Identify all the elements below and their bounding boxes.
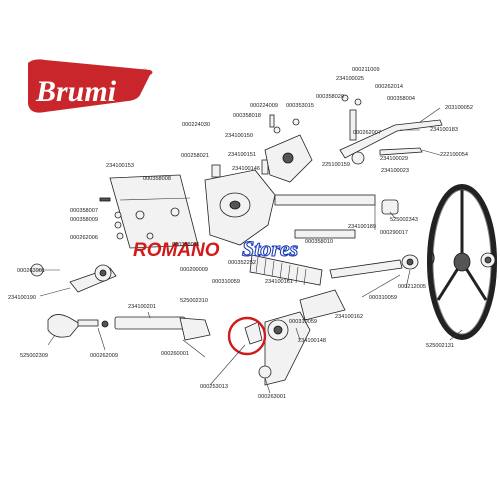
part-number-label: 234100183 <box>430 127 458 133</box>
part-number-label: 203100052 <box>445 105 473 111</box>
small-hardware-left <box>99 197 124 240</box>
part-number-label: 222100054 <box>440 152 468 158</box>
part-number-label: 234100161 <box>265 279 293 285</box>
part-number-label: 000262007 <box>353 130 381 136</box>
part-number-label: 234100189 <box>348 224 376 230</box>
part-number-label: 234100150 <box>225 133 253 139</box>
part-number-label: 000262014 <box>375 84 403 90</box>
part-number-label: 000310059 <box>212 279 240 285</box>
part-number-label: 234100029 <box>380 156 408 162</box>
part-number-labels: 000211009 234100025 000262014 000358004 … <box>8 67 473 400</box>
bushing <box>381 199 419 270</box>
registered-mark: ® <box>142 68 148 76</box>
part-number-label: 525002343 <box>390 217 418 223</box>
wheel-nut <box>480 252 496 268</box>
part-number-label: 000310059 <box>289 319 317 325</box>
brand-name: Brumi <box>35 75 117 108</box>
part-number-label: 525002131 <box>426 343 454 349</box>
part-number-label: 000358020 <box>316 94 344 100</box>
retaining-ring <box>427 249 435 267</box>
part-number-label: 000358007 <box>70 208 98 214</box>
sector-arm <box>244 289 346 386</box>
part-number-label: 525002309 <box>20 353 48 359</box>
part-number-label: 000262009 <box>90 353 118 359</box>
part-number-label: 234100151 <box>228 152 256 158</box>
part-number-label: 000290017 <box>380 230 408 236</box>
part-number-label: 000358009 <box>70 217 98 223</box>
part-number-label: 000358004 <box>387 96 415 102</box>
watermark: ROMANO Stores <box>133 235 299 261</box>
part-number-label: 000258021 <box>181 153 209 159</box>
highlight-circle <box>227 316 267 356</box>
steering-column-shaft <box>274 194 403 279</box>
part-number-label: 234100201 <box>128 304 156 310</box>
part-number-label: 000212005 <box>398 284 426 290</box>
part-number-label: 000358011 <box>172 242 200 248</box>
part-number-label: 000262006 <box>70 235 98 241</box>
top-cover-plate <box>264 114 313 183</box>
steering-housing <box>204 159 276 246</box>
watermark-text-2: Stores <box>242 236 298 261</box>
watermark-text-1: ROMANO <box>133 240 220 261</box>
part-number-label: 000263001 <box>17 268 45 274</box>
lever-arm <box>339 94 443 165</box>
brand-logo: Brumi ® <box>28 59 153 113</box>
part-number-label: 000310059 <box>369 295 397 301</box>
part-number-label: 000358018 <box>233 113 261 119</box>
part-number-label: 234100023 <box>381 168 409 174</box>
part-number-label: 000211009 <box>352 67 380 73</box>
part-number-label: 234100146 <box>232 166 260 172</box>
part-number-label: 000260001 <box>161 351 189 357</box>
part-number-label: 000224009 <box>250 103 278 109</box>
leader-lines <box>37 107 463 394</box>
part-number-label: 000263001 <box>258 394 286 400</box>
part-number-label: 234100153 <box>106 163 134 169</box>
part-number-label: 234100162 <box>335 314 363 320</box>
part-number-label: 234100025 <box>336 76 364 82</box>
part-number-label: 000253013 <box>200 384 228 390</box>
part-number-label: 000353015 <box>286 103 314 109</box>
bracket-plate <box>109 174 199 249</box>
part-number-label: 234100190 <box>8 295 36 301</box>
brand-logo-shape <box>28 59 153 113</box>
part-number-label: 525002310 <box>180 298 208 304</box>
part-number-label: 000358008 <box>143 176 171 182</box>
part-number-label: 000358010 <box>305 239 333 245</box>
tie-rod <box>47 314 211 341</box>
worm-gear <box>249 254 323 286</box>
part-number-label: 234100148 <box>298 338 326 344</box>
part-number-label: 000224030 <box>182 122 210 128</box>
part-number-label: 000352252 <box>228 260 256 266</box>
part-number-label: 000200009 <box>180 267 208 273</box>
part-number-label: 225100159 <box>322 162 350 168</box>
